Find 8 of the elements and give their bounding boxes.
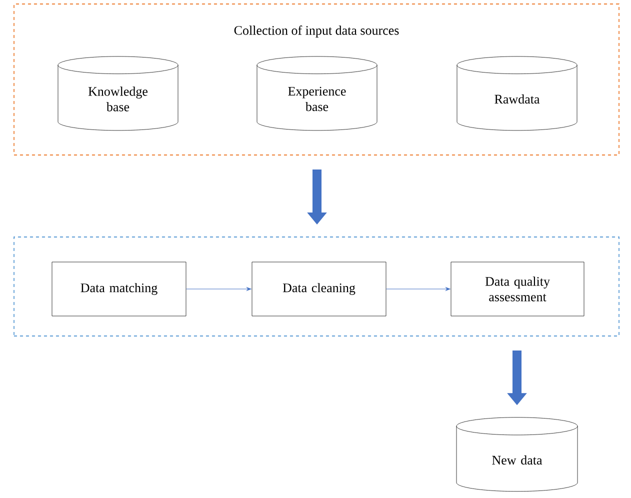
process-box: Data cleaning [252, 262, 386, 316]
process-box: Data matching [52, 262, 186, 316]
database-cylinder: Experience base [256, 56, 378, 131]
group-box [14, 236, 620, 336]
database-cylinder: New data [456, 417, 578, 492]
database-cylinder: Knowledge base [58, 56, 178, 131]
database-cylinder: Rawdata [456, 56, 578, 131]
process-box: Data quality assessment [450, 262, 584, 316]
